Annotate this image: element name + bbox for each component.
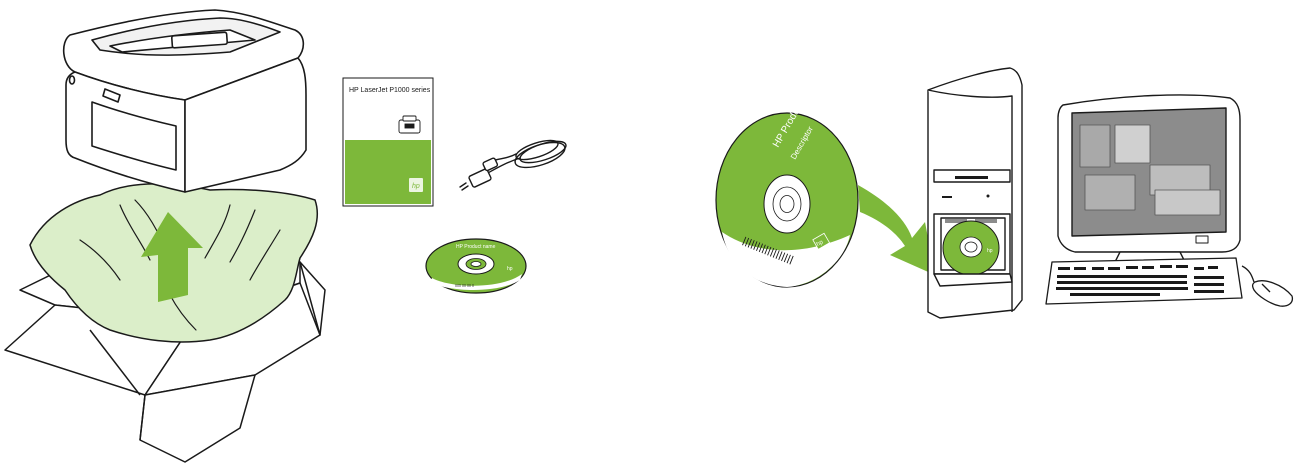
monitor-icon bbox=[1058, 95, 1240, 262]
guide-hp-logo: hp bbox=[412, 183, 420, 190]
keyboard-icon bbox=[1046, 258, 1242, 304]
power-cord-icon bbox=[460, 137, 568, 190]
computer-tower-icon: hp bbox=[928, 68, 1022, 318]
small-cd-logo: hp bbox=[507, 266, 513, 272]
guide-title: HP LaserJet P1000 series bbox=[349, 87, 431, 94]
printer-icon bbox=[64, 10, 306, 192]
mouse-icon bbox=[1242, 266, 1292, 306]
curved-arrow-icon bbox=[858, 185, 935, 275]
small-cd-label: HP Product name bbox=[456, 244, 496, 250]
large-cd-icon: HP Product name Descriptor hp bbox=[716, 75, 858, 287]
cd-rom-icon: HP Product name hp bbox=[426, 239, 526, 293]
getting-started-guide-icon: HP LaserJet P1000 series hp bbox=[343, 78, 433, 206]
drive-cd-logo: hp bbox=[987, 248, 993, 254]
